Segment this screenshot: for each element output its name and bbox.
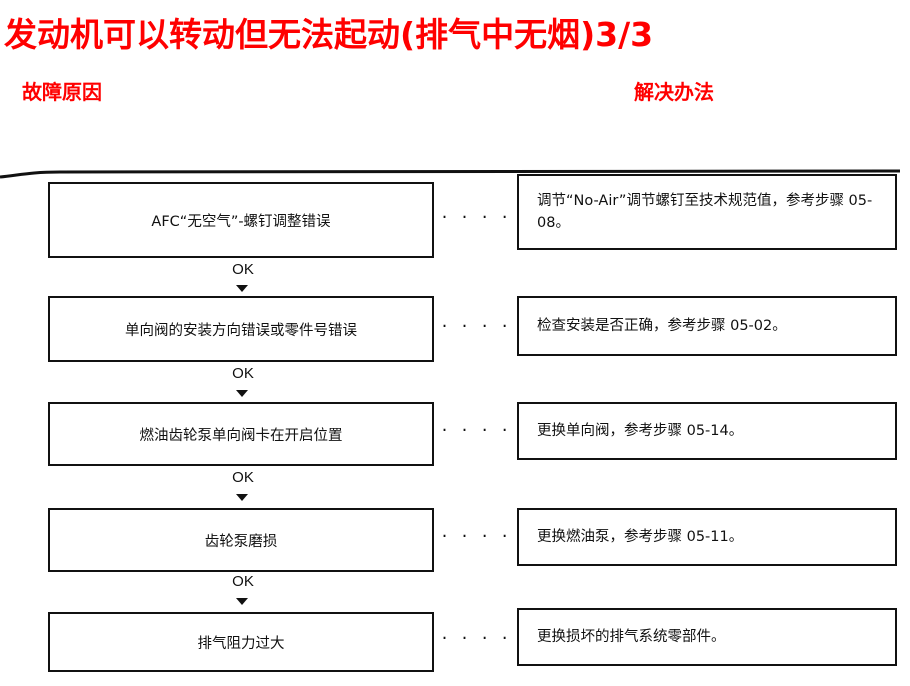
leader-dots-2: · · · · · · · [440, 318, 514, 334]
solution-text-1: 调节“No-Air”调节螺钉至技术规范值，参考步骤 05-08。 [537, 193, 873, 231]
down-arrow-2 [236, 390, 248, 397]
solution-text-5: 更换损坏的排气系统零部件。 [537, 629, 726, 645]
cause-text-2: 单向阀的安装方向错误或零件号错误 [125, 322, 357, 339]
ok-label-3: OK [232, 469, 254, 486]
cause-box-4: 齿轮泵磨损 [48, 508, 434, 572]
cause-box-2: 单向阀的安装方向错误或零件号错误 [48, 296, 434, 362]
cause-text-4: 齿轮泵磨损 [204, 533, 278, 550]
cause-box-5: 排气阻力过大 [48, 612, 434, 672]
leader-dots-3: · · · · · · · [440, 422, 514, 438]
ok-label-2: OK [232, 365, 254, 382]
solution-box-1: 调节“No-Air”调节螺钉至技术规范值，参考步骤 05-08。 [517, 174, 897, 250]
ok-label-1: OK [232, 261, 254, 278]
cause-box-1: AFC“无空气”-螺钉调整错误 [48, 182, 434, 258]
cause-text-1: AFC“无空气”-螺钉调整错误 [151, 213, 331, 230]
ok-label-4: OK [232, 573, 254, 590]
solution-box-3: 更换单向阀，参考步骤 05-14。 [517, 402, 897, 460]
cause-text-3: 燃油齿轮泵单向阀卡在开启位置 [139, 427, 343, 444]
top-divider-line [0, 169, 901, 179]
leader-dots-4: · · · · · · · [440, 528, 514, 544]
down-arrow-4 [236, 598, 248, 605]
solution-column-heading: 解决办法 [634, 80, 714, 104]
down-arrow-1 [236, 285, 248, 292]
cause-text-5: 排气阻力过大 [197, 635, 285, 652]
cause-box-3: 燃油齿轮泵单向阀卡在开启位置 [48, 402, 434, 466]
leader-dots-1: · · · · · · · [440, 209, 514, 225]
solution-text-4: 更换燃油泵，参考步骤 05-11。 [537, 529, 744, 545]
leader-dots-5: · · · · · · · [440, 630, 514, 646]
solution-box-4: 更换燃油泵，参考步骤 05-11。 [517, 508, 897, 566]
cause-column-heading: 故障原因 [22, 80, 102, 104]
solution-text-2: 检查安装是否正确，参考步骤 05-02。 [537, 318, 787, 334]
solution-box-2: 检查安装是否正确，参考步骤 05-02。 [517, 296, 897, 356]
solution-text-3: 更换单向阀，参考步骤 05-14。 [537, 423, 744, 439]
solution-box-5: 更换损坏的排气系统零部件。 [517, 608, 897, 666]
down-arrow-3 [236, 494, 248, 501]
page-title: 发动机可以转动但无法起动(排气中无烟)3/3 [4, 15, 654, 54]
